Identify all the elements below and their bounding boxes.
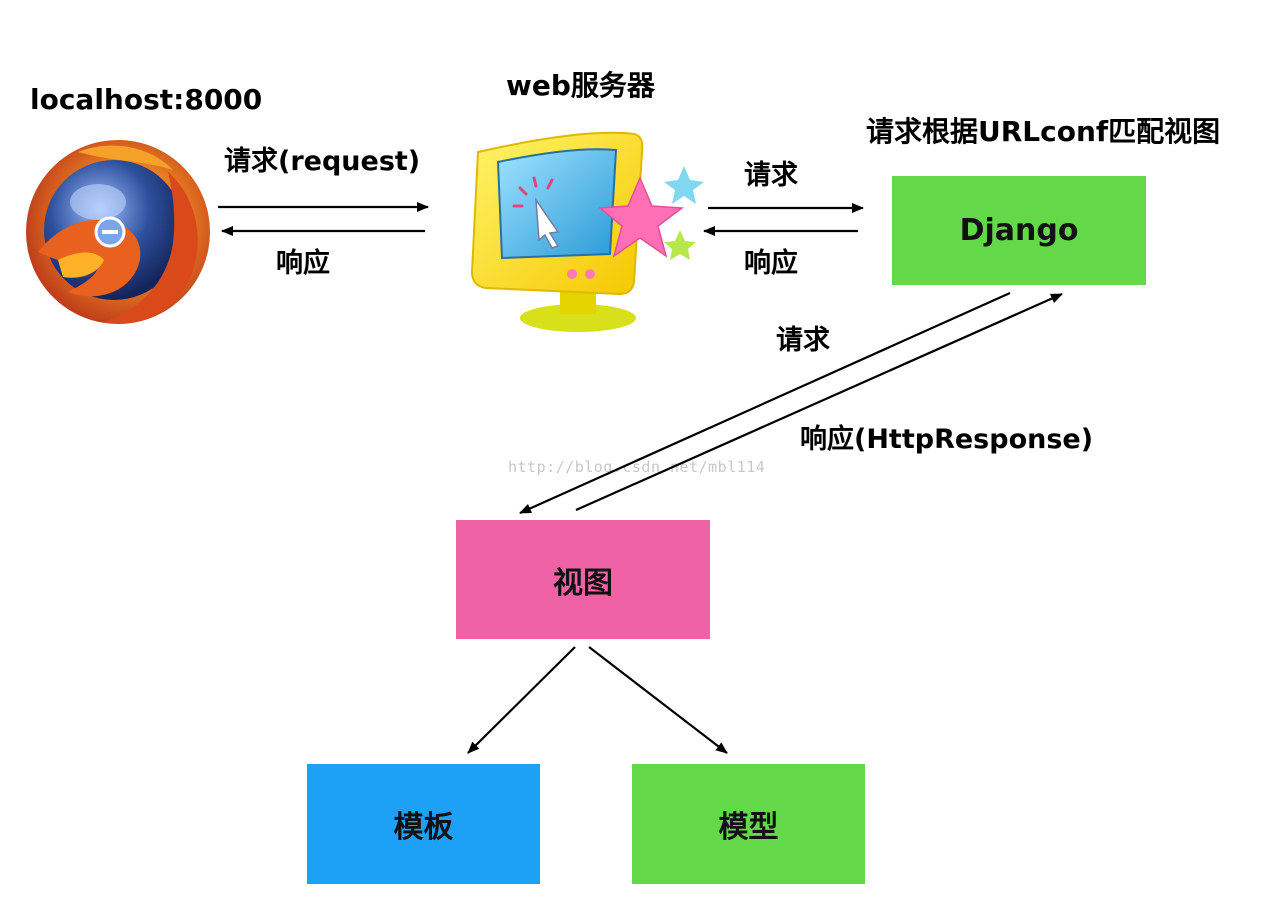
template-box-label: 模板	[393, 810, 454, 845]
response-server-label: 响应	[744, 248, 798, 279]
watermark-text: http://blog.csdn.net/mbl114	[508, 458, 766, 476]
browser-host-label: localhost:8000	[30, 83, 263, 116]
arrow-django-to-view	[519, 291, 1011, 515]
view-box-label: 视图	[553, 565, 613, 601]
firefox-logo-icon	[26, 140, 210, 324]
django-box-label: Django	[959, 213, 1079, 248]
arrow-view-to-model	[588, 646, 728, 754]
response-view-label: 响应(HttpResponse)	[800, 424, 1094, 455]
request-browser-label: 请求(request)	[224, 146, 421, 177]
request-view-label: 请求	[776, 325, 830, 356]
template-box: 模板	[307, 764, 540, 884]
arrow-view-to-template	[467, 646, 576, 754]
arrow-view-to-django	[575, 292, 1063, 512]
model-box-label: 模型	[718, 810, 779, 845]
view-box: 视图	[456, 520, 710, 639]
model-box: 模型	[632, 764, 865, 884]
web-server-label: web服务器	[506, 69, 655, 102]
url-routing-label: 请求根据URLconf匹配视图	[866, 115, 1221, 148]
response-browser-label: 响应	[276, 248, 330, 279]
django-box: Django	[892, 176, 1146, 285]
computer-monitor-icon	[470, 131, 704, 332]
request-server-label: 请求	[744, 160, 798, 191]
